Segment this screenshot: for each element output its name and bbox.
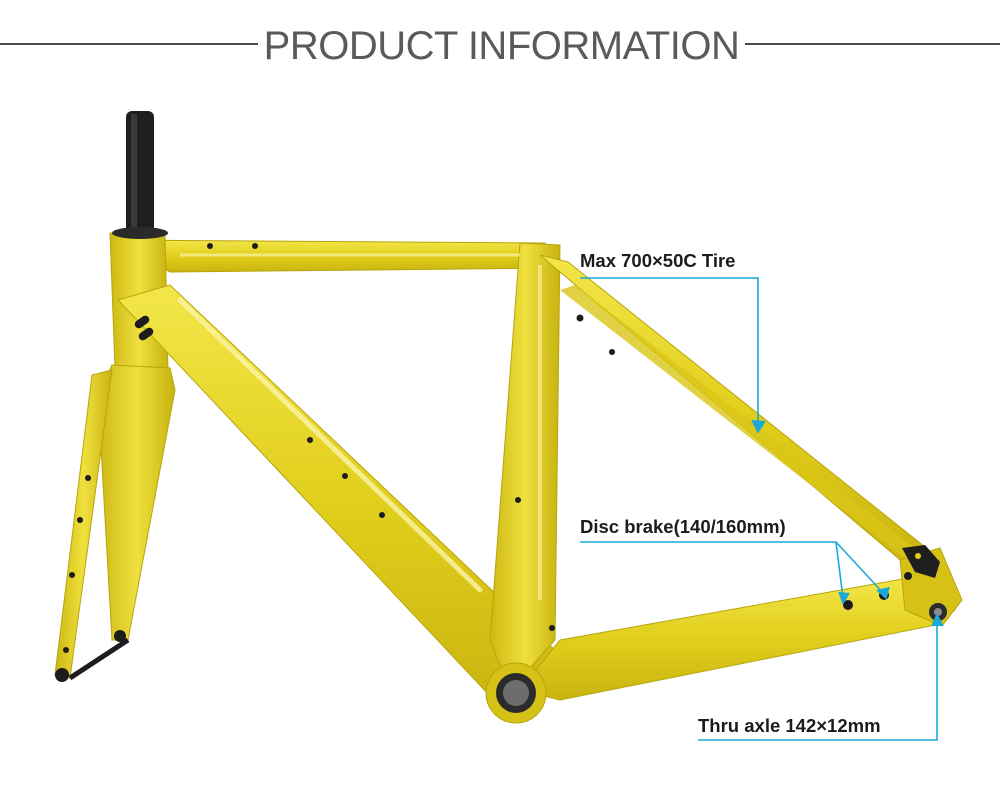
steerer-tube xyxy=(126,111,154,241)
header-rule-right xyxy=(745,43,1000,45)
header-rule-left xyxy=(0,43,258,45)
callout-brake-label: Disc brake(140/160mm) xyxy=(580,516,786,537)
page-title: PRODUCT INFORMATION xyxy=(263,24,740,68)
callout-tire-label: Max 700×50C Tire xyxy=(580,250,736,271)
callout-lines xyxy=(580,277,944,741)
fork xyxy=(54,364,176,682)
callout-axle-label: Thru axle 142×12mm xyxy=(698,715,881,736)
derailleur-hanger xyxy=(902,545,940,578)
frame xyxy=(109,227,963,724)
